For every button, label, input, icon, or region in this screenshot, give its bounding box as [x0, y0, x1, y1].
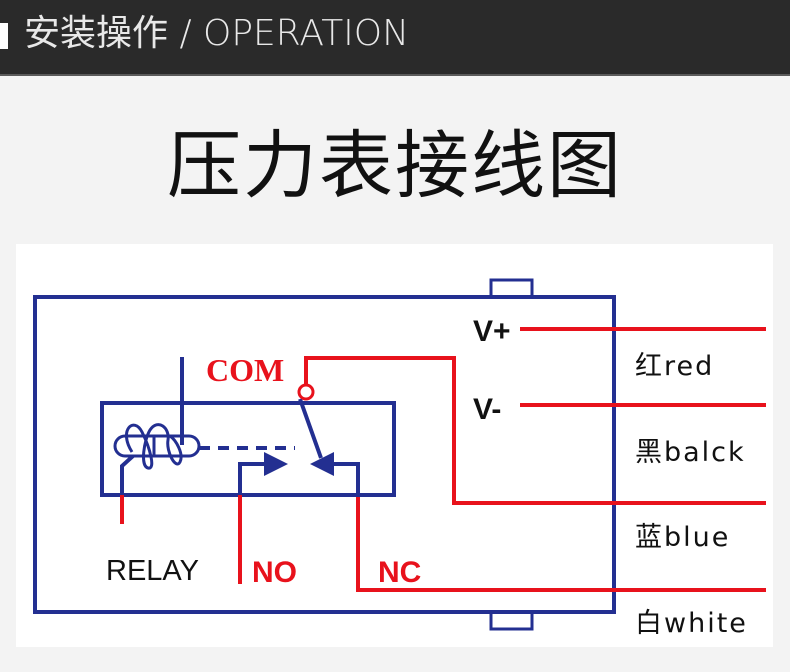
wire-label-red: 红red	[635, 351, 714, 382]
com-label: COM	[206, 352, 284, 388]
nc-arrow-icon	[310, 452, 334, 476]
gauge-housing	[33, 278, 616, 631]
no-arrow-icon	[264, 452, 288, 476]
wire-label-black: 黑balck	[635, 437, 746, 468]
wire-com	[304, 356, 766, 505]
vplus-label: V+	[473, 315, 511, 348]
com-terminal-icon	[297, 383, 315, 401]
relay	[100, 357, 396, 497]
nc-label: NC	[378, 556, 421, 589]
page-title: 压力表接线图	[167, 123, 623, 209]
wire-label-blue: 蓝blue	[635, 522, 730, 553]
housing-tab-bottom	[489, 610, 534, 631]
section-header-title: 安装操作 / OPERATION	[24, 13, 410, 54]
switch-arm	[298, 398, 323, 459]
no-label: NO	[252, 556, 297, 589]
wire-nc	[356, 497, 766, 592]
housing-outline	[33, 295, 616, 614]
header-marker	[0, 23, 8, 49]
nc-contact	[332, 462, 360, 493]
relay-label: RELAY	[106, 555, 199, 587]
coil-lead-bottom	[120, 454, 135, 495]
relay-box	[100, 401, 396, 497]
no-contact	[238, 462, 266, 493]
housing-tab-top	[489, 278, 534, 299]
section-header: 安装操作 / OPERATION	[0, 0, 790, 76]
vminus-label: V-	[473, 393, 501, 426]
wires	[120, 327, 766, 592]
wire-label-white: 白white	[635, 608, 748, 639]
